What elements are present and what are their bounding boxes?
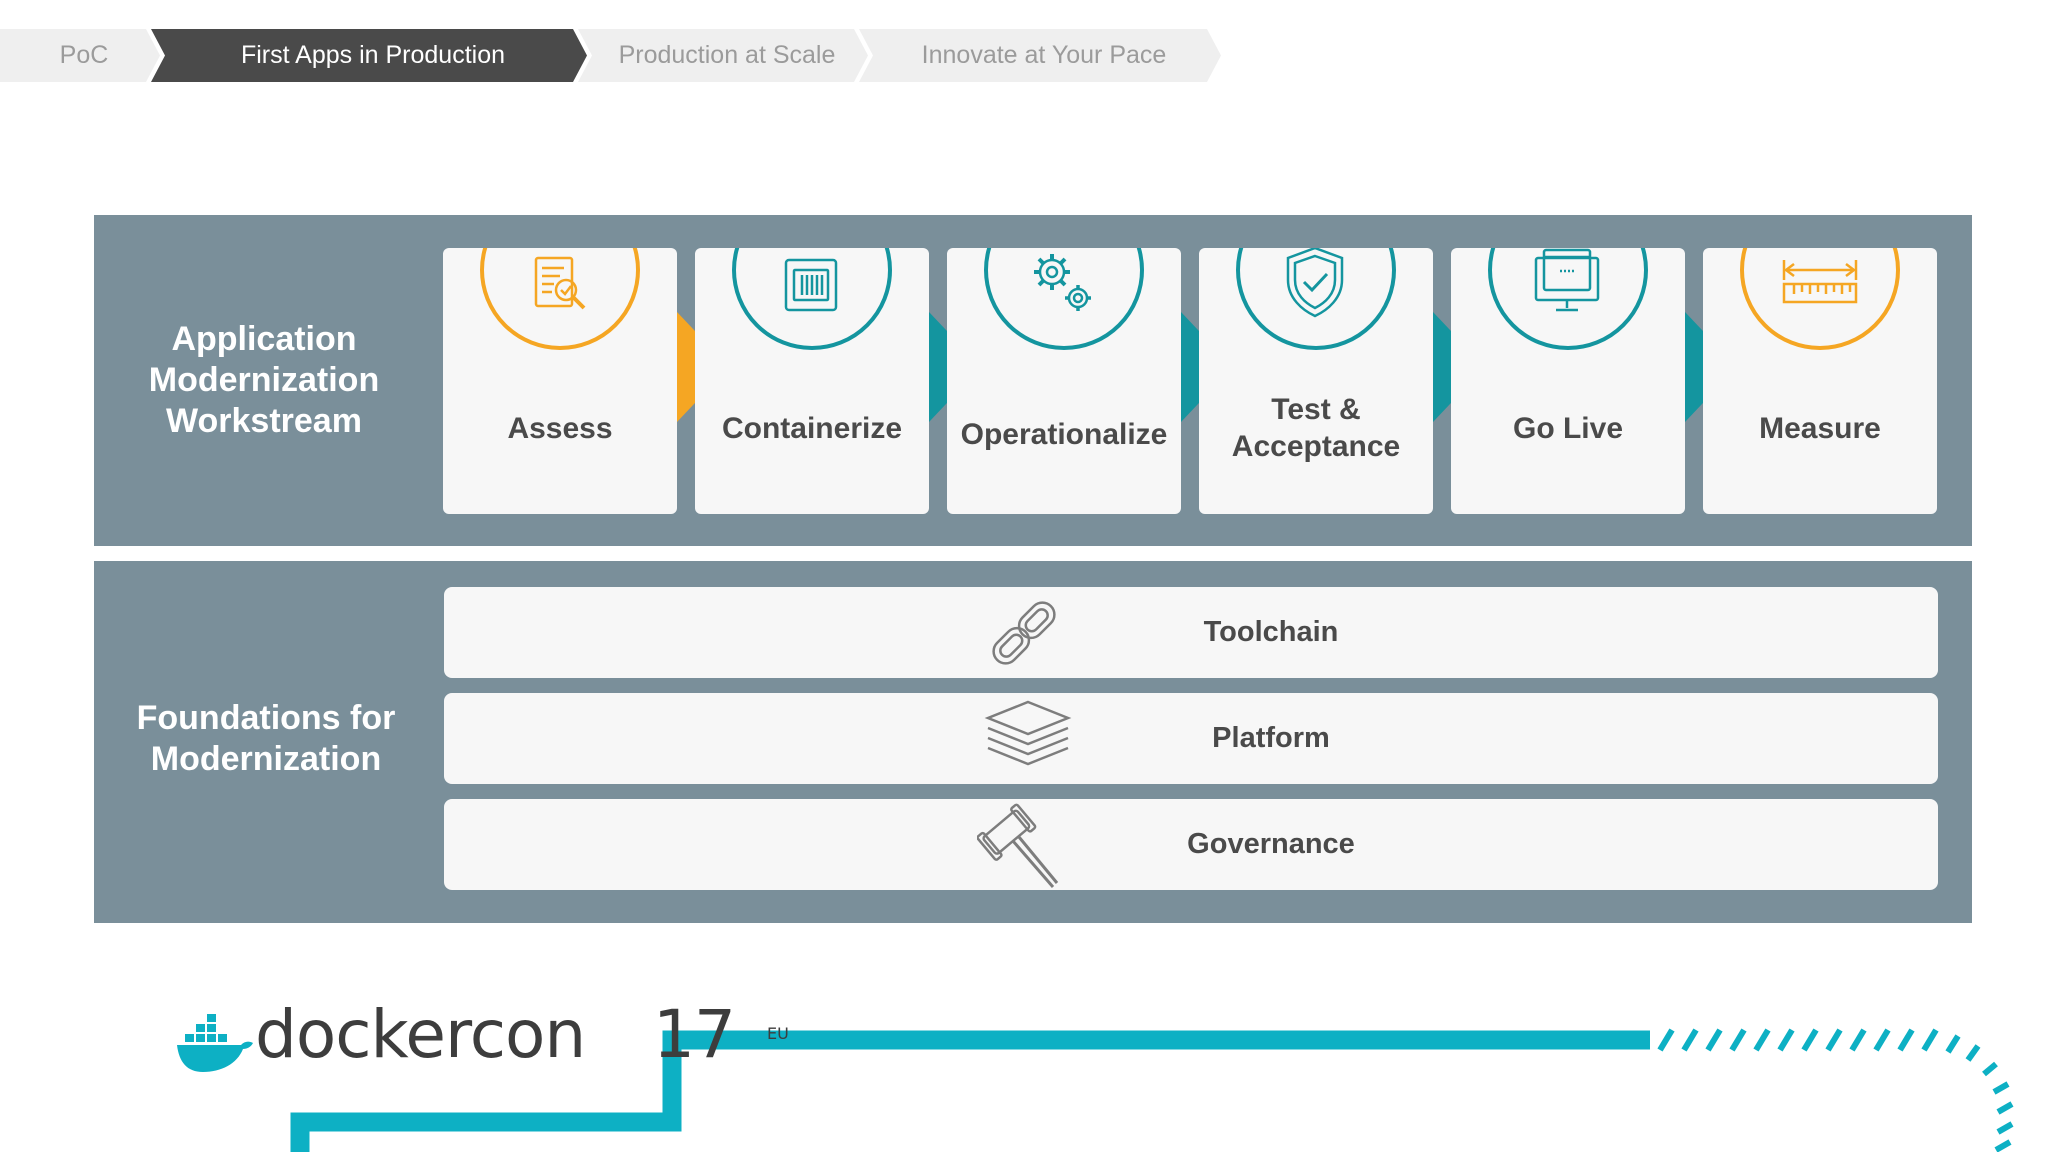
shield-check-icon [1286, 248, 1344, 318]
step-label: Assess [507, 411, 613, 445]
step-label: Test & Acceptance [1231, 393, 1401, 463]
docker-whale-icon [177, 1014, 253, 1072]
breadcrumb-step-label: PoC [59, 41, 109, 69]
step-label: Go Live [1512, 411, 1624, 445]
step-label: Operationalize [960, 417, 1168, 451]
breadcrumb: PoC First Apps in Production Production … [0, 29, 1240, 82]
breadcrumb-step-label: Innovate at Your Pace [921, 41, 1167, 69]
foundation-row-governance: Governance [444, 799, 1938, 890]
foundation-row-toolchain: Toolchain [444, 587, 1938, 678]
step-label: Measure [1759, 411, 1881, 445]
step-card-go-live: Go Live [1451, 248, 1685, 514]
breadcrumb-step-innovate[interactable]: Innovate at Your Pace [859, 29, 1221, 82]
step-card-containerize: Containerize [695, 248, 929, 514]
document-search-icon [534, 256, 586, 310]
ruler-icon [1782, 260, 1858, 304]
logo-text: dockercon [255, 996, 586, 1073]
step-card-test-acceptance: Test & Acceptance [1199, 248, 1433, 514]
step-card-operationalize: Operationalize [947, 248, 1181, 514]
breadcrumb-step-first-apps[interactable]: First Apps in Production [151, 29, 587, 82]
step-label: Containerize [721, 411, 903, 445]
monitor-icon [1534, 248, 1600, 312]
breadcrumb-step-poc[interactable]: PoC [0, 29, 160, 82]
step-card-measure: Measure [1703, 248, 1937, 514]
foundation-row-label: Governance [1187, 828, 1355, 860]
logo-number: 17 [653, 996, 736, 1073]
gavel-icon [977, 803, 1059, 888]
foundation-row-label: Platform [1212, 722, 1330, 754]
workstream-panel: Application Modernization Workstream Ass… [94, 215, 1972, 546]
foundation-row-platform: Platform [444, 693, 1938, 784]
layers-icon [984, 700, 1072, 766]
step-card-assess: Assess [443, 248, 677, 514]
foundations-panel: Foundations for Modernization Toolchain … [94, 561, 1972, 923]
chain-link-icon [992, 601, 1056, 665]
breadcrumb-step-label: Production at Scale [618, 41, 836, 69]
breadcrumb-step-label: First Apps in Production [240, 41, 505, 69]
container-icon [784, 258, 838, 312]
workstream-title: Application Modernization Workstream [148, 320, 380, 440]
foundations-title: Foundations for Modernization [136, 699, 396, 778]
breadcrumb-step-production-at-scale[interactable]: Production at Scale [578, 29, 868, 82]
foundation-row-label: Toolchain [1203, 616, 1339, 648]
gears-icon [1034, 254, 1091, 311]
logo-region: EU [767, 1024, 789, 1043]
